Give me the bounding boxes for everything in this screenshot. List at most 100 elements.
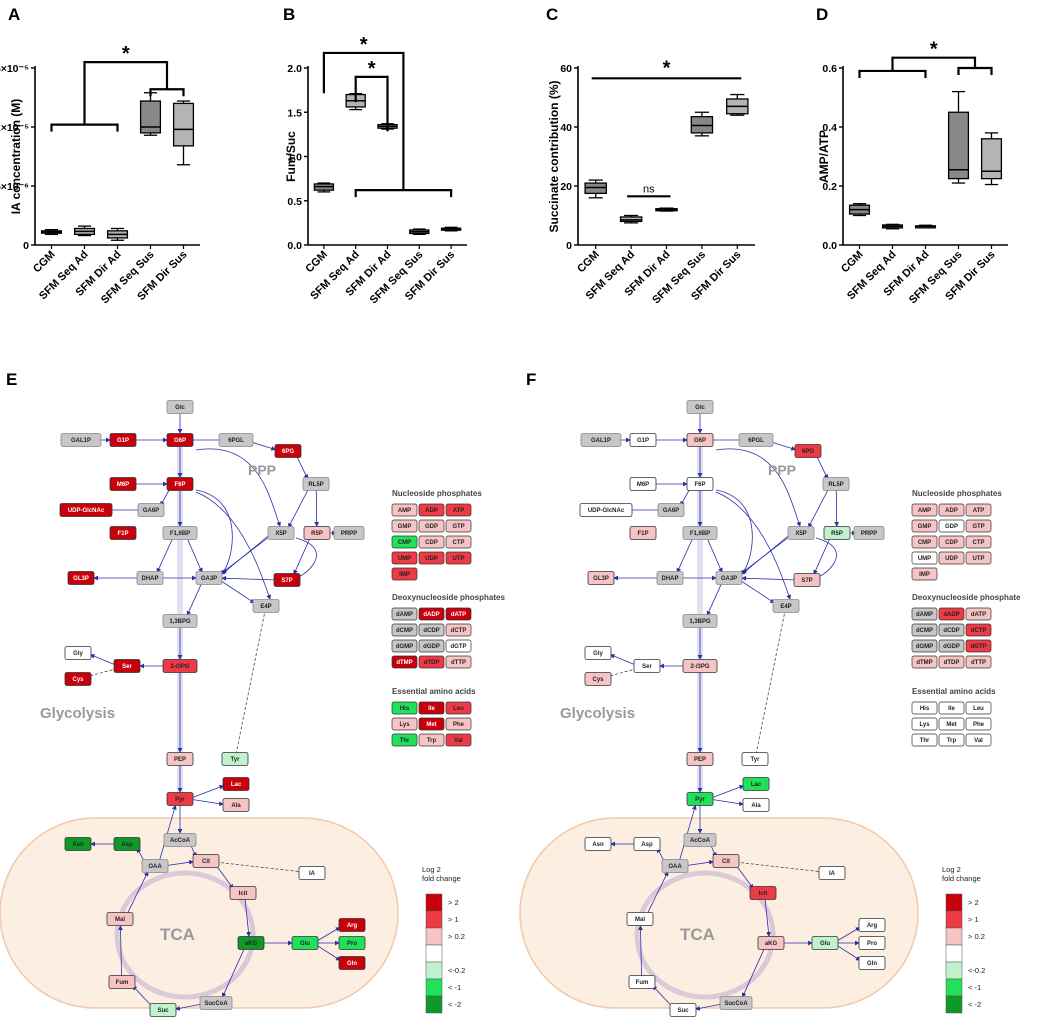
pathway-curve (195, 489, 233, 574)
node-m6p: M6P (629, 477, 657, 491)
y-tick-label: 0 (566, 240, 572, 252)
node-box (584, 837, 612, 851)
node-label: 6PGL (228, 438, 244, 444)
tca-track (634, 870, 776, 1000)
node-fum: Fum (108, 975, 136, 989)
node-label: G6P (174, 438, 186, 444)
cell-label: GDP (425, 524, 438, 530)
node-pro: Pro (858, 936, 886, 950)
cell-label: dADP (423, 612, 439, 618)
cell-label: dTMP (916, 660, 932, 666)
nucleoside-title: Nucleoside phosphates (912, 489, 1002, 498)
nucleoside-cell: ATP (965, 503, 992, 517)
node-label: 1,3BPG (689, 619, 711, 625)
node-box (818, 866, 846, 880)
panel-label: F (526, 370, 536, 389)
significance-bracket (858, 56, 993, 78)
cell-box (445, 717, 472, 731)
amino-acid-cell: Trp (938, 733, 965, 747)
node-accoa: AcCoA (683, 833, 717, 847)
deoxynucleoside-cell: dGMP (911, 639, 938, 653)
tca-track (114, 870, 256, 1000)
node-label: GL3P (593, 576, 609, 582)
node-box (633, 659, 661, 673)
node-6pgl: 6PGL (218, 433, 254, 447)
node-label: Glc (175, 405, 185, 411)
cell-label: UTP (453, 556, 465, 562)
cell-box (911, 567, 938, 581)
y-tick-label: 1.5 (287, 107, 302, 119)
node-label: Cit (722, 859, 730, 865)
node-box (218, 433, 254, 447)
node-box (629, 433, 657, 447)
legend-swatch (945, 978, 963, 997)
node-label: Pro (867, 941, 877, 947)
y-tick-label: 60 (560, 63, 572, 75)
y-tick-label: 20 (560, 181, 572, 193)
cell-label: UDP (425, 556, 438, 562)
legend-swatch (425, 927, 443, 946)
cell-label: Val (454, 738, 463, 744)
cell-box (445, 701, 472, 715)
node-1-3bpg: 1,3BPG (682, 614, 718, 628)
pathway-edge (687, 859, 714, 866)
node-rl5p: RL5P (302, 477, 330, 491)
node-label: G6P (694, 438, 706, 444)
node-label: Ser (122, 664, 132, 670)
node-label: Glu (820, 941, 830, 947)
node-box (793, 573, 821, 587)
pathway-edge (836, 945, 861, 961)
cell-label: dTDP (944, 660, 960, 666)
node-f1p: F1P (629, 526, 657, 540)
node-label: X5P (275, 531, 286, 537)
panel-label: E (6, 370, 17, 389)
node-mal: Mal (626, 912, 654, 926)
node-box (162, 659, 198, 673)
node-ga6p: GA6P (657, 503, 685, 517)
cell-box (911, 607, 938, 621)
node-gal1p: GAL1P (580, 433, 622, 447)
node-mal: Mal (106, 912, 134, 926)
pathway-curve (295, 537, 317, 582)
node-ala: Ala (222, 798, 250, 812)
legend-swatch (425, 944, 443, 963)
cell-box (965, 733, 992, 747)
cell-label: dGTP (971, 644, 987, 650)
node-ga6p: GA6P (137, 503, 165, 517)
nucleoside-cell: UMP (391, 551, 418, 565)
node-asp: Asp (113, 837, 141, 851)
node-glu: Glu (291, 936, 319, 950)
node-box (113, 659, 141, 673)
cell-label: UMP (918, 556, 931, 562)
nucleoside-cell: UDP (938, 551, 965, 565)
panel-label: D (816, 5, 828, 24)
nucleoside-cell: GTP (445, 519, 472, 533)
cell-label: His (920, 706, 930, 712)
pathway-curve (815, 537, 837, 582)
cell-box (391, 717, 418, 731)
node-box (267, 526, 295, 540)
pathway-edge (89, 654, 115, 665)
node-pro: Pro (338, 936, 366, 950)
cell-label: Lys (919, 722, 930, 728)
node-box (742, 798, 770, 812)
node-box (656, 571, 684, 585)
amino-acid-cell: Thr (911, 733, 938, 747)
legend-swatch (425, 961, 443, 980)
node-f6p: F6P (166, 477, 194, 491)
pathway-edge (293, 537, 311, 575)
deoxynucleoside-cell: dGMP (391, 639, 418, 653)
cell-box (418, 655, 445, 669)
node-box (657, 503, 685, 517)
deoxynucleoside-cell: dTTP (445, 655, 472, 669)
legend-title: Log 2 (942, 865, 961, 874)
nucleoside-cell: ATP (445, 503, 472, 517)
pathway-curve (715, 491, 791, 600)
pathway-edge (186, 537, 203, 573)
legend-label: < -2 (448, 1000, 461, 1009)
node-label: SucCoA (724, 1001, 748, 1007)
node-label: Gly (593, 651, 603, 657)
cell-box (911, 733, 938, 747)
cell-box (938, 519, 965, 533)
